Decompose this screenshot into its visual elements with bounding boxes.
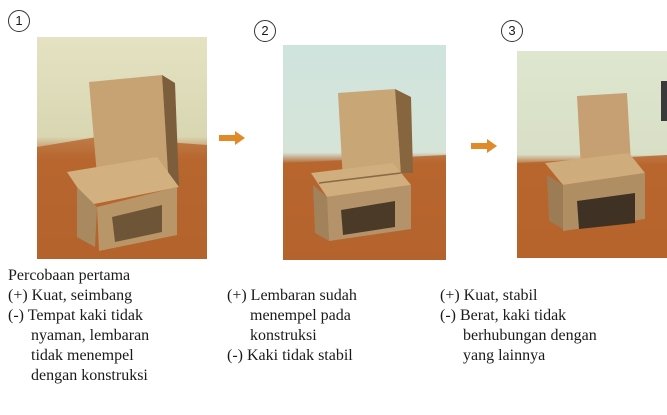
step-number-badge-3: 3 <box>501 20 523 42</box>
step-3-line: (-) Berat, kaki tidak <box>440 307 567 324</box>
step-3-line: yang lainnya <box>463 347 546 364</box>
step-1-caption: Percobaan pertama (+) Kuat, seimbang (-)… <box>8 266 149 386</box>
step-2-caption: (+) Lembaran sudah menempel pada konstru… <box>227 286 357 366</box>
step-1-title: Percobaan pertama <box>8 267 131 284</box>
step-1-line: (+) Kuat, seimbang <box>8 287 133 304</box>
step-number-badge-1: 1 <box>8 10 30 32</box>
step-1-line: tidak menempel <box>31 347 134 364</box>
step-2-line: (+) Lembaran sudah <box>227 287 357 304</box>
step-1-line: nyaman, lembaran <box>31 327 150 344</box>
chair-prototype-photo-1 <box>37 37 207 259</box>
step-3-caption: (+) Kuat, stabil (-) Berat, kaki tidak b… <box>440 286 597 366</box>
step-2-line: menempel pada <box>250 307 351 324</box>
step-3-line: berhubungan dengan <box>463 327 597 344</box>
arrow-right-icon <box>471 139 497 153</box>
step-3-line: (+) Kuat, stabil <box>440 287 538 304</box>
step-1-line: dengan konstruksi <box>31 367 148 384</box>
step-2-line: konstruksi <box>250 327 317 344</box>
step-number-badge-2: 2 <box>254 20 276 42</box>
arrow-right-icon <box>219 131 245 145</box>
chair-prototype-photo-2 <box>283 45 446 260</box>
step-1-line: (-) Tempat kaki tidak <box>8 307 143 324</box>
step-2-line: (-) Kaki tidak stabil <box>227 347 353 364</box>
chair-prototype-photo-3 <box>517 51 667 258</box>
